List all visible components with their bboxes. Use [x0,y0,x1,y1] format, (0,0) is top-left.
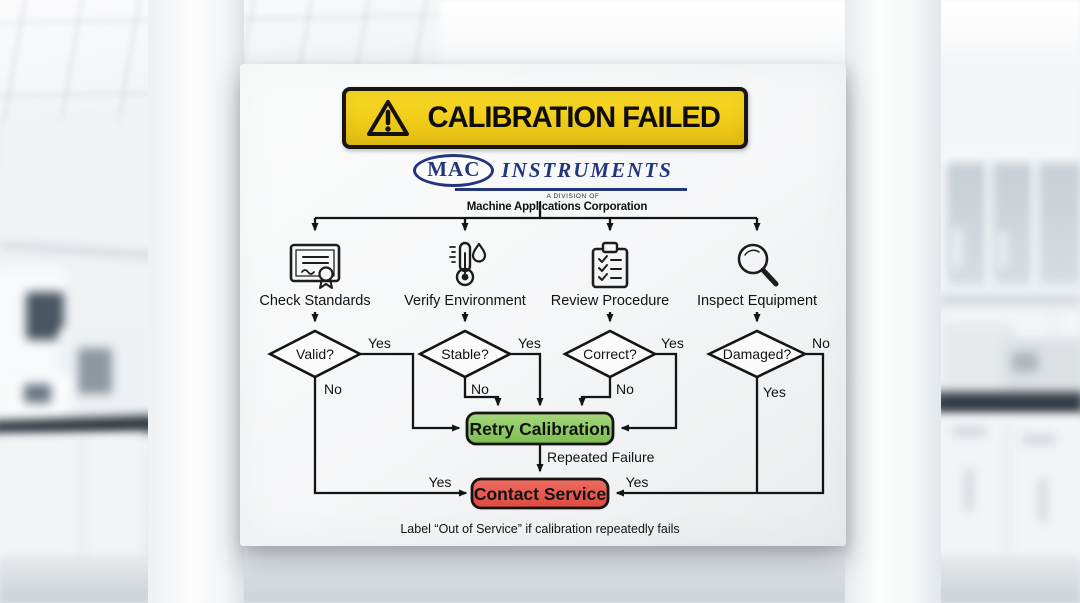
wall-pillar-right [845,0,941,603]
calibration-flowchart-poster: CALIBRATION FAILED MAC INSTRUMENTS A DIV… [240,64,846,546]
mac-ellipse-logo: MAC [413,154,495,187]
logo-division-text: A DIVISION OF [546,192,600,200]
glass-door [988,158,1038,290]
banner-title: CALIBRATION FAILED [427,101,720,134]
logo-underline [455,188,687,191]
connector-correct-no [578,377,612,407]
connector-stable-no [463,377,502,407]
damaged-no-label: No [812,335,830,351]
contact-right-yes-label: Yes [626,474,649,490]
repeated-failure-label: Repeated Failure [547,449,655,465]
glass-door [1034,158,1080,290]
cabinet-handle [1040,478,1046,522]
magnifier-icon [737,243,779,287]
branch-label-verify-environment: Verify Environment [404,293,526,309]
contact-service-box [470,477,610,510]
question-valid: Valid? [296,346,334,362]
instrument-screen [78,348,112,394]
bottle [1048,300,1059,342]
certificate-icon [289,243,341,289]
question-damaged: Damaged? [723,346,792,362]
valid-no-label: No [324,381,342,397]
question-correct: Correct? [583,346,637,362]
flowchart: Check Standards Verify Environment Revie… [259,202,830,536]
bottle [998,232,1007,268]
instrument-screen [26,292,64,340]
branch-label-review-procedure: Review Procedure [551,293,669,309]
glass-door [942,158,992,290]
correct-no-label: No [616,381,634,397]
correct-yes-label: Yes [661,335,684,351]
connector-valid-no [313,377,468,497]
thermometer-icon [449,241,487,287]
bottle [952,228,962,268]
calibration-failed-banner: CALIBRATION FAILED [342,87,748,149]
equipment-screen [1012,352,1038,372]
mac-instruments-logo: MAC INSTRUMENTS A DIVISION OF Machine Ap… [240,154,846,213]
cabinet-seam [1006,420,1009,560]
logo-instruments-text: INSTRUMENTS [501,158,673,182]
left-cabinets [0,434,144,568]
stable-no-label: No [471,381,489,397]
connector-correct-yes [620,352,678,432]
retry-calibration-label: Retry Calibration [470,419,611,439]
cabinet-seam [80,440,83,560]
warning-triangle-icon [366,100,409,136]
connector-damaged-no [615,352,825,497]
valid-yes-label: Yes [368,335,391,351]
logo-row: MAC INSTRUMENTS [413,154,673,187]
connector-stable-yes [510,352,544,407]
connector-valid-yes [360,352,461,432]
contact-service-label: Contact Service [474,484,607,504]
drawer-handle [1022,436,1056,443]
drawer-handle [952,428,986,435]
cabinet-handle [966,468,972,512]
logo-company-text: Machine Applications Corporation [466,200,648,213]
damaged-yes-label: Yes [763,384,786,400]
footer-note: Label “Out of Service” if calibration re… [400,522,679,536]
clipboard-icon [591,241,629,289]
retry-calibration-box [465,411,615,446]
contact-left-yes-label: Yes [429,474,452,490]
instrument-screen [24,384,51,403]
question-stable: Stable? [441,346,489,362]
branch-label-check-standards: Check Standards [259,293,370,309]
right-countertop [934,392,1080,415]
branch-label-inspect-equipment: Inspect Equipment [697,293,817,309]
stable-yes-label: Yes [518,335,541,351]
top-connector [311,202,761,232]
wall-pillar-left [148,0,244,603]
shelf-shadow [938,294,1080,306]
